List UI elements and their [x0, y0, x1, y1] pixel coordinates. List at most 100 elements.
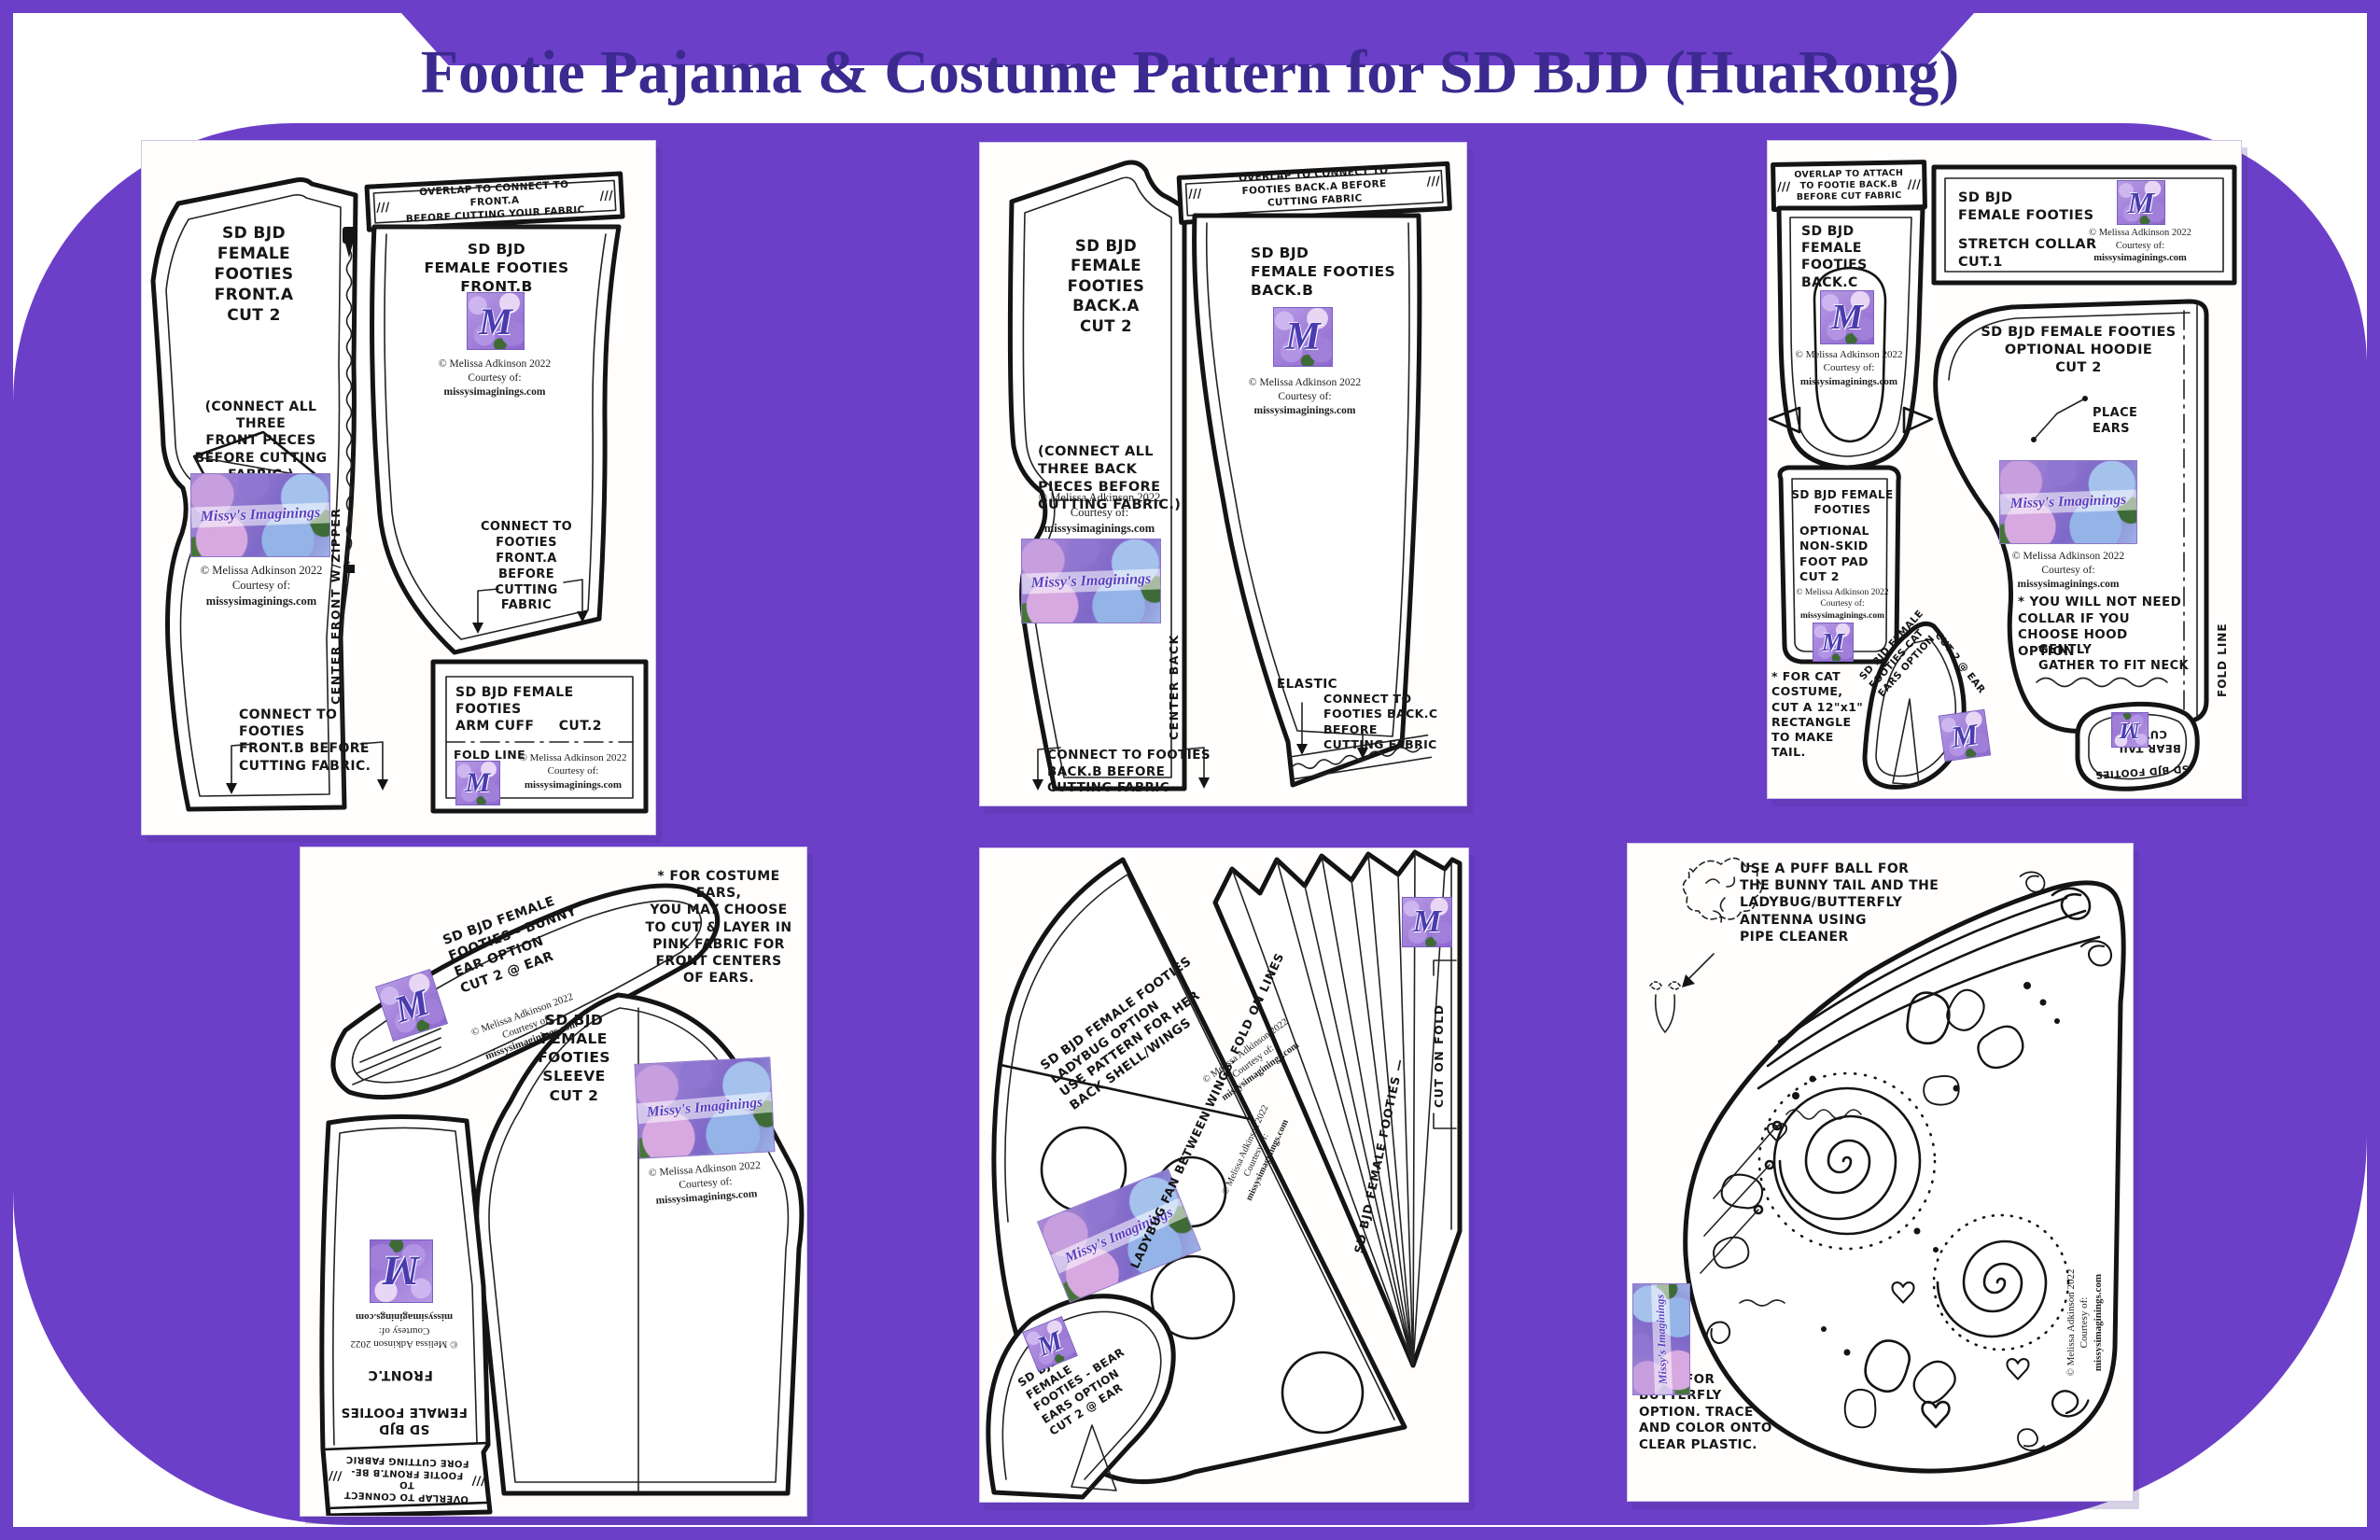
courtesy-line: Courtesy of: — [231, 579, 291, 593]
monogram-letter: M — [479, 300, 512, 343]
zipper-pull-icon — [343, 227, 356, 244]
collar-label: SD BJD FEMALE FOOTIES — [1958, 190, 2094, 223]
gather-note: GENTLY GATHER TO FIT NECK — [2038, 643, 2190, 673]
fairy-wing-drawing — [1649, 857, 2126, 1474]
monogram-logo: M — [1402, 897, 1452, 947]
back-pieces-drawing — [1007, 160, 1452, 791]
copyright-block: © Melissa Adkinson 2022 Courtesy of: mis… — [350, 1311, 458, 1350]
copyright-block-vertical: © Melissa Adkinson 2022 Courtesy of: mis… — [2065, 1268, 2104, 1377]
arm-cuff-label: SD BJD FEMALE FOOTIES ARM CUFF CUT.2 — [455, 685, 602, 735]
panel-back-pieces: SD BJD FEMALE FOOTIES BACK.A CUT 2 (CONN… — [979, 142, 1467, 806]
monogram-logo: M — [467, 292, 525, 350]
site-line: missysimaginings.com — [205, 594, 317, 608]
copyright-block: © Melissa Adkinson 2022 Courtesy of: mis… — [2011, 551, 2125, 590]
ladybug-pieces-drawing — [986, 849, 1463, 1500]
back-c-label: SD BJD FEMALE FOOTIES BACK.C — [1801, 224, 1868, 290]
panel-fairy-wing: USE A PUFF BALL FOR THE BUNNY TAIL AND T… — [1627, 843, 2134, 1502]
puff-ball-sketch — [1682, 857, 1763, 920]
place-ears-label: PLACE EARS — [2093, 406, 2138, 436]
panel-sleeve-pieces: SD BJD FEMALE FOOTIES - BUNNY EAR OPTION… — [300, 847, 807, 1517]
rosette-dot-ring — [1932, 1213, 2070, 1351]
rosette-scallop-ring — [1757, 1071, 1937, 1251]
monogram-logo: M — [1813, 623, 1854, 662]
fold-line-label: FOLD LINE — [454, 748, 526, 762]
cat-tail-note: * FOR CAT COSTUME, CUT A 12"x1" RECTANGL… — [1771, 669, 1864, 760]
copyright-block: © Melissa Adkinson 2022 Courtesy of: mis… — [1795, 349, 1903, 387]
zipper-stop — [343, 565, 355, 573]
copyright-block: © Melissa Adkinson 2022 Courtesy of: mis… — [1796, 588, 1889, 621]
front-b-label: SD BJD FEMALE FOOTIES FRONT.B — [424, 241, 569, 296]
foot-pad-label: SD BJD FEMALE FOOTIES — [1791, 488, 1894, 516]
copyright-block: © Melissa Adkinson 2022 Courtesy of: mis… — [519, 752, 627, 791]
hoodie-fold-line: FOLD LINE — [2216, 623, 2229, 697]
monogram-logo: M — [1820, 290, 1874, 344]
copyright-block: © Melissa Adkinson 2022 Courtesy of: mis… — [2089, 228, 2191, 264]
place-ears-arrow — [2033, 398, 2086, 441]
piece-bunny-ear — [330, 883, 721, 1100]
back-a-note: (CONNECT ALL THREE BACK PIECES BEFORE CU… — [1038, 444, 1182, 512]
missys-imaginings-banner-vertical: Missy's Imaginings — [1632, 1283, 1690, 1395]
hatch-left: /// — [375, 200, 390, 216]
zipper-teeth — [345, 248, 353, 564]
missys-imaginings-banner: Missy's Imaginings — [634, 1057, 776, 1159]
wing-outline — [1683, 880, 2126, 1474]
front-a-connect-note: CONNECT TO FOOTIES FRONT.B BEFORE CUTTIN… — [239, 707, 371, 774]
gather-wavy-line — [2036, 677, 2168, 688]
piece-stretch-collar — [1931, 164, 2237, 286]
copyright-block: © Melissa Adkinson 2022 Courtesy of: mis… — [1248, 377, 1362, 416]
back-c-arrow-right — [1902, 406, 1934, 434]
front-c-label: SD BJD FEMALE FOOTIES — [341, 1405, 468, 1437]
shell-spot — [1150, 1254, 1236, 1340]
sleeve-label: SD BJD FEMALE FOOTIES SLEEVE CUT 2 — [538, 1012, 610, 1104]
banner-wordmark: Missy's Imaginings — [190, 502, 330, 528]
panel-front-pieces: SD BJD FEMALE FOOTIES FRONT.A CUT 2 (CON… — [141, 140, 656, 835]
back-a-grainline: CENTER BACK — [1167, 634, 1181, 740]
shell-spot — [1281, 1351, 1365, 1435]
back-b-label: SD BJD FEMALE FOOTIES BACK.B — [1251, 245, 1396, 300]
missys-imaginings-banner: Missy's Imaginings — [190, 473, 330, 557]
front-a-note: (CONNECT ALL THREE FRONT PIECES BEFORE C… — [194, 399, 328, 483]
copyright-block: © Melissa Adkinson 2022 Courtesy of: mis… — [438, 358, 552, 398]
hoodie-label: SD BJD FEMALE FOOTIES OPTIONAL HOODIE CU… — [1981, 325, 2177, 375]
copyright-line: © Melissa Adkinson 2022 — [200, 564, 323, 577]
front-c-band-text: /// OVERLAP TO CONNECT TO FOOTIE FRONT.B… — [328, 1454, 486, 1505]
copyright-block: © Melissa Adkinson 2022 Courtesy of: mis… — [187, 563, 336, 609]
puff-ball-note: USE A PUFF BALL FOR THE BUNNY TAIL AND T… — [1740, 861, 1939, 945]
back-c-band-text: /// OVERLAP TO ATTACH TO FOOTIE BACK.B B… — [1776, 168, 1922, 203]
purple-top-ribbon — [401, 13, 1974, 65]
monogram-logo: M — [1938, 708, 1992, 763]
front-b-connect-note: CONNECT TO FOOTIES FRONT.A BEFORE CUTTIN… — [480, 520, 573, 613]
panel-ladybug-pieces: SD BJD FEMALE FOOTIES LADYBUG OPTION USE… — [979, 847, 1469, 1503]
page-title: Footie Pajama & Costume Pattern for SD B… — [420, 38, 1960, 106]
elastic-label: ELASTIC — [1277, 677, 1337, 692]
piece-cat-ears — [1862, 621, 1967, 790]
front-c-name: FRONT.C — [368, 1367, 433, 1383]
cut-on-fold-label: CUT ON FOLD — [1432, 1003, 1446, 1108]
hatch-right: /// — [599, 188, 614, 203]
monogram-logo: M — [455, 761, 500, 805]
back-a-connect-note: CONNECT TO FOOTIES BACK.B BEFORE CUTTING… — [1047, 748, 1211, 796]
back-c-arrow-left — [1768, 406, 1801, 434]
monogram-logo: M — [1273, 307, 1333, 367]
front-b-overlap-band — [364, 171, 625, 232]
collar-label2: STRETCH COLLAR CUT.1 — [1958, 237, 2097, 270]
piece-back-b — [1192, 213, 1422, 788]
copyright-block: © Melissa Adkinson 2022 Courtesy of: mis… — [1038, 491, 1161, 535]
piece-ladybug-fan — [1212, 849, 1463, 1368]
foot-pad-label2: OPTIONAL NON-SKID FOOT PAD CUT 2 — [1799, 524, 1869, 583]
front-a-label: SD BJD FEMALE FOOTIES FRONT.A CUT 2 — [214, 224, 294, 326]
missys-imaginings-banner: Missy's Imaginings — [1999, 460, 2137, 544]
front-a-grainline: CENTER FRONT W/ZIPPER — [329, 507, 343, 705]
back-b-connect-note: CONNECT TO FOOTIES BACK.C BEFORE CUTTING… — [1323, 692, 1438, 751]
monogram-logo: M — [2117, 180, 2165, 225]
antenna-sketch — [1654, 994, 1676, 1033]
elastic-zigzag — [1288, 734, 1433, 780]
collar-note: * YOU WILL NOT NEED COLLAR IF YOU CHOOSE… — [2018, 595, 2182, 659]
monogram-logo: M — [2111, 712, 2149, 748]
costume-ears-note: * FOR COSTUME EARS, YOU MAY CHOOSE TO CU… — [645, 869, 792, 987]
back-a-label: SD BJD FEMALE FOOTIES BACK.A CUT 2 — [1067, 237, 1145, 335]
missys-imaginings-banner: Missy's Imaginings — [1021, 539, 1161, 623]
panel-hoodie-extras: /// OVERLAP TO ATTACH TO FOOTIE BACK.B B… — [1767, 140, 2242, 799]
piece-front-b — [370, 224, 622, 655]
monogram-logo: M — [370, 1239, 433, 1303]
